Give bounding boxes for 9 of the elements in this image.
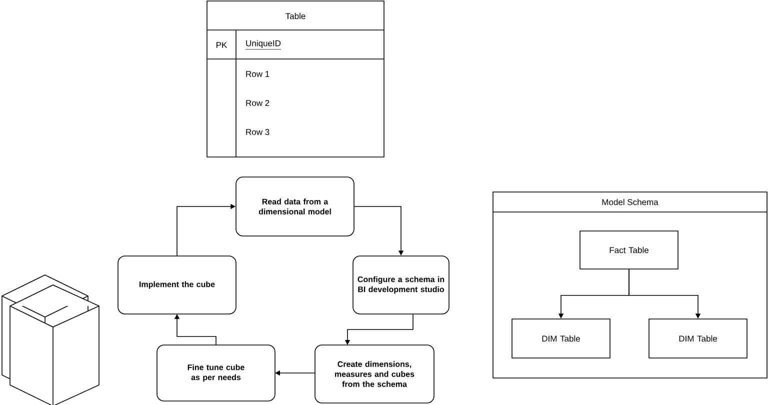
- process-box: Create dimensions, measures and cubes from the schema: [314, 344, 434, 404]
- process-box: Configure a schema in BI development studio: [352, 256, 450, 314]
- process-box: Implement the cube: [118, 256, 236, 314]
- entity-table: Table PK UniqueID Row 1 Row 2 Row 3: [206, 0, 384, 158]
- process-box: Read data from a dimensional model: [236, 176, 354, 236]
- process-box: Fine tune cube as per needs: [156, 344, 276, 402]
- table-box: DIM Table: [512, 318, 610, 358]
- table-box: DIM Table: [648, 318, 748, 358]
- table-box: Fact Table: [580, 230, 678, 270]
